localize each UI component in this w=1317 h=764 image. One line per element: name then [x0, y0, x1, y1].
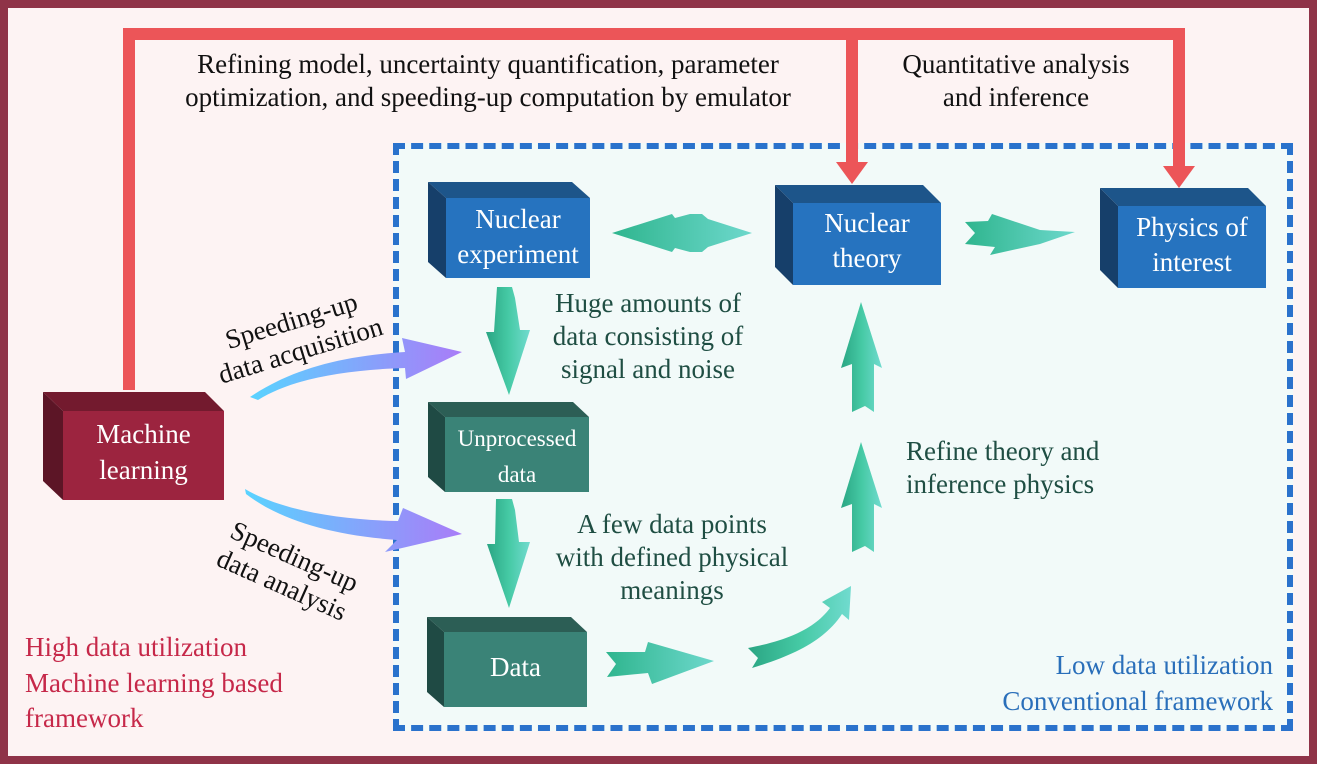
box-label-line: Machine	[96, 419, 191, 449]
annotation-line: A few data points	[577, 509, 767, 539]
legend-line: High data utilization	[25, 632, 247, 662]
box-data	[427, 617, 587, 707]
box-unprocessed-data	[428, 402, 589, 492]
arrow-theory-to-physics	[965, 214, 1075, 255]
annotation-line: Huge amounts of	[555, 288, 741, 318]
label-ml-feedback-line2: optimization, and speeding-up computatio…	[185, 81, 791, 112]
annotation-line: meanings	[620, 574, 724, 605]
annotation-line: signal and noise	[561, 353, 735, 384]
feedback-arrow-ml-to-theory	[123, 28, 1185, 390]
box-label-nuclear-experiment: Nuclear experiment	[446, 202, 590, 272]
box-nuclear-theory	[775, 185, 941, 285]
box-label-machine-learning: Machine learning	[63, 416, 224, 489]
box-label-line: Unprocessed	[457, 426, 577, 451]
curved-arrow-up	[748, 586, 851, 668]
red-arrowhead-theory	[836, 162, 868, 184]
box-label-line: learning	[99, 455, 188, 486]
box-label-line: theory	[832, 243, 902, 274]
annotation-few-data-points: A few data points with defined physical …	[530, 508, 814, 607]
legend-line: Low data utilization	[1055, 650, 1273, 680]
label-ml-feedback: Refining model, uncertainty quantificati…	[148, 48, 828, 114]
annotation-line: inference physics	[906, 468, 1095, 499]
box-label-line: interest	[1152, 247, 1232, 278]
legend-line: Conventional framework	[1002, 685, 1273, 716]
box-physics-of-interest	[1100, 188, 1266, 288]
arrow-experiment-down	[486, 287, 530, 395]
arrow-up-upper	[841, 302, 882, 412]
legend-line: framework	[25, 703, 144, 734]
box-nuclear-experiment	[428, 182, 590, 278]
legend-ml-framework: High data utilization Machine learning b…	[25, 630, 283, 737]
box-label-data: Data	[444, 650, 587, 685]
box-label-unprocessed-data: Unprocessed data	[437, 421, 597, 492]
arrow-ml-data-analysis	[245, 489, 462, 552]
label-ml-feedback-line1: Refining model, uncertainty quantificati…	[197, 49, 779, 79]
box-label-line: experiment	[457, 239, 579, 270]
box-label-nuclear-theory: Nuclear theory	[793, 206, 941, 276]
box-label-line: data	[497, 461, 537, 487]
label-quantitative-analysis: Quantitative analysis and inference	[868, 48, 1164, 114]
annotation-line: with defined physical	[555, 541, 789, 572]
arrow-unprocessed-down	[487, 499, 530, 608]
box-label-line: Data	[490, 652, 541, 682]
red-arrowhead-physics	[1163, 166, 1195, 188]
annotation-line: Refine theory and	[906, 436, 1100, 466]
legend-conventional-framework: Low data utilization Conventional framew…	[1002, 648, 1273, 719]
box-label-physics-of-interest: Physics of interest	[1118, 210, 1266, 280]
box-label-line: Nuclear	[824, 208, 910, 238]
annotation-huge-data: Huge amounts of data consisting of signa…	[530, 287, 766, 386]
legend-line: Machine learning based	[25, 667, 283, 698]
double-arrow-experiment-theory	[612, 214, 752, 252]
box-label-line: Nuclear	[475, 204, 561, 234]
annotation-line: data consisting of	[552, 320, 744, 351]
arrow-data-right	[606, 642, 714, 684]
label-analysis-line1: Quantitative analysis	[902, 49, 1130, 79]
arrow-up-lower	[841, 442, 882, 552]
box-label-line: Physics of	[1136, 212, 1248, 242]
box-machine-learning	[43, 392, 224, 500]
arrow-ml-data-acquisition	[250, 338, 462, 400]
label-analysis-line2: and inference	[942, 81, 1090, 112]
annotation-refine-theory: Refine theory and inference physics	[906, 435, 1099, 501]
